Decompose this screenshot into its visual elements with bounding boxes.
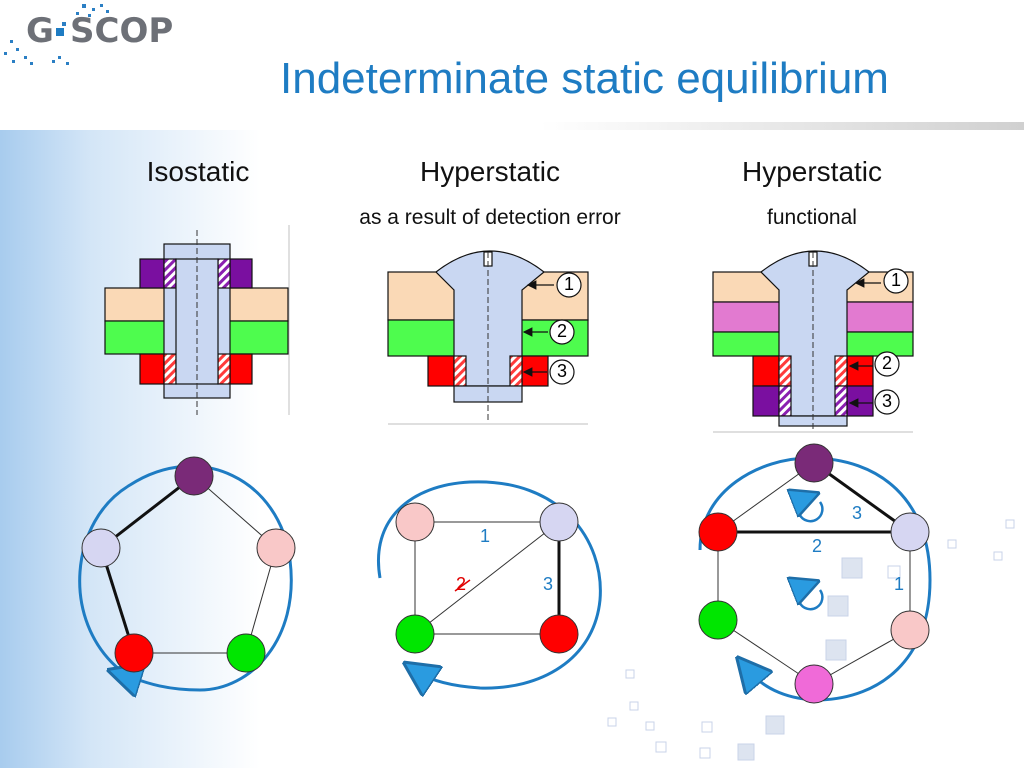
page-title: Indeterminate static equilibrium — [280, 54, 889, 103]
logo-scop: SCOP — [70, 11, 173, 51]
callout-right-2: 2 — [881, 353, 892, 373]
graph-middle-label-3: 3 — [543, 574, 554, 594]
subheading-functional: functional — [767, 206, 857, 229]
heading-hyperstatic-error: Hyperstatic — [419, 156, 561, 187]
heading-hyperstatic-functional: Hyperstatic — [741, 156, 883, 187]
hyperstatic-functional-graph — [698, 443, 932, 704]
graph-right-label-3: 3 — [852, 503, 863, 523]
logo-g: G — [26, 11, 54, 51]
graph-middle-label-2: 2 — [456, 574, 467, 594]
callout-right-3: 3 — [881, 391, 892, 411]
subheading-detection-error: as a result of detection error — [359, 206, 621, 229]
isostatic-graph — [78, 456, 296, 690]
right-callouts — [848, 268, 909, 415]
callout-middle-1: 1 — [563, 274, 574, 294]
graph-middle-label-1: 1 — [480, 526, 491, 546]
isostatic-assembly — [104, 225, 290, 415]
hyperstatic-functional-assembly — [712, 250, 914, 433]
graph-right-label-1: 1 — [894, 574, 905, 594]
gscop-logo: G SCOP — [4, 4, 173, 65]
decorative-squares — [607, 519, 1015, 761]
callout-middle-3: 3 — [556, 361, 567, 381]
callout-middle-2: 2 — [556, 321, 567, 341]
middle-callouts — [522, 272, 582, 385]
callout-right-1: 1 — [890, 270, 901, 290]
graph-right-label-2: 2 — [812, 536, 823, 556]
hyperstatic-error-graph — [377, 480, 602, 688]
heading-isostatic: Isostatic — [146, 156, 250, 187]
hyperstatic-error-assembly — [387, 250, 589, 425]
